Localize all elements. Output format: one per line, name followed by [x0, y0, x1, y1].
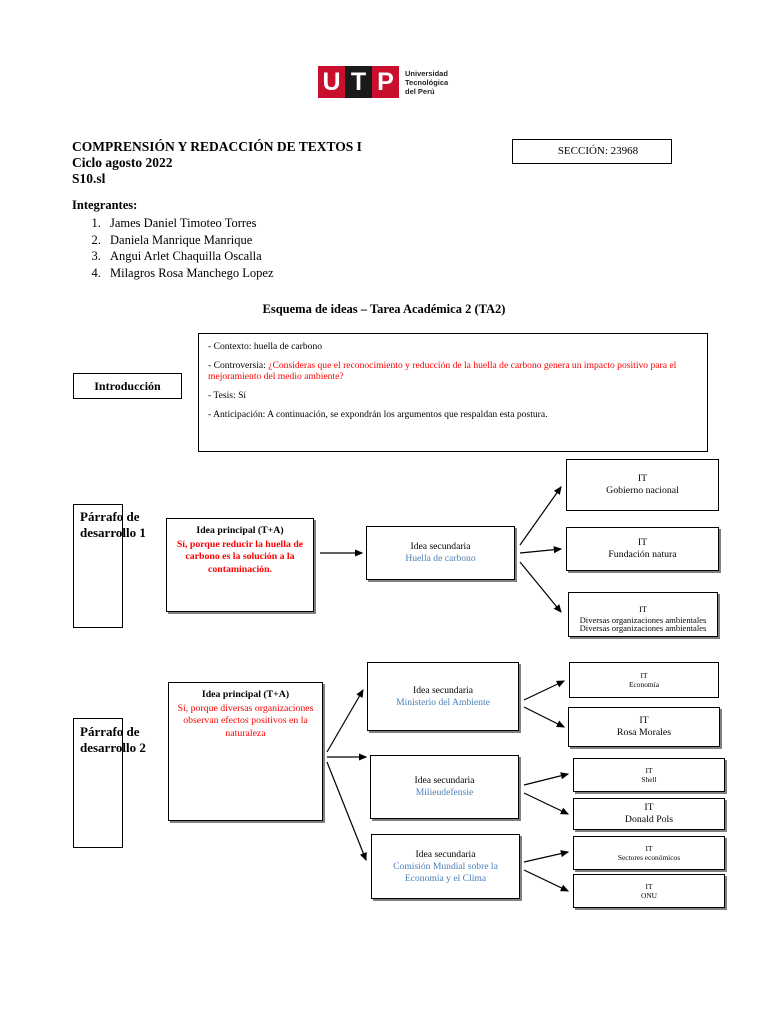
it-7-head: IT — [644, 801, 654, 813]
it-8-head: IT — [645, 843, 653, 853]
course-title: COMPRENSIÓN Y REDACCIÓN DE TEXTOS I — [72, 139, 362, 154]
seccion-box: SECCIÓN: 23968 — [512, 139, 672, 164]
it-3-body: Diversas organizaciones ambientales — [579, 614, 707, 625]
idea-principal-1-body: Sí, porque reducir la huella de carbono … — [176, 538, 304, 575]
it-box-sectores-economicos: IT Sectores económicos — [573, 836, 725, 870]
integrantes-block: Integrantes: James Daniel Timoteo Torres… — [72, 198, 274, 281]
arrow-sec1-to-it2 — [519, 546, 563, 554]
logo-letter-p: P — [372, 66, 399, 98]
idea-secundaria-3-body: Milieudefensie — [415, 787, 474, 798]
utp-logo-marks: U T P — [318, 66, 399, 98]
it-4-body: Economía — [629, 680, 659, 689]
idea-principal-2-body: Sí, porque diversas organizaciones obser… — [177, 702, 314, 739]
idea-secundaria-2-head: Idea secundaria — [413, 684, 473, 696]
parrafo-desarrollo-2-box — [73, 718, 123, 848]
it-1-body: Gobierno nacional — [606, 485, 679, 496]
arrow-sec4-to-it8 — [523, 850, 570, 863]
arrow-sec3-to-it6 — [523, 772, 570, 786]
utp-logo: U T P Universidad Tecnológica del Perú — [318, 66, 448, 98]
arrow-main2-to-sec4 — [326, 761, 367, 862]
arrow-main2-to-sec2 — [326, 688, 364, 753]
arrow-sec2-to-it5 — [523, 706, 566, 728]
logo-word-line-1: Universidad — [405, 68, 448, 78]
it-6-body: Shell — [641, 775, 657, 784]
parrafo-desarrollo-1-box — [73, 504, 123, 628]
it-5-body: Rosa Morales — [616, 727, 672, 738]
introduccion-label-box: Introducción — [73, 373, 182, 399]
it-box-diversas-organizaciones: IT Diversas organizaciones ambientales D… — [568, 592, 718, 637]
arrow-sec2-to-it4 — [523, 680, 566, 701]
it-6-head: IT — [645, 765, 653, 775]
it-7-body: Donald Pols — [624, 814, 674, 825]
it-5-head: IT — [639, 714, 649, 726]
intro-contexto-label: - Contexto: — [208, 341, 254, 352]
cycle-line: Ciclo agosto 2022 — [72, 155, 173, 170]
intro-contexto-value: huella de carbono — [253, 341, 323, 352]
intro-tesis-row: - Tesis: Sí — [208, 390, 698, 401]
it-box-fundacion-natura: IT Fundación natura — [566, 527, 719, 571]
introduccion-content-box: - Contexto: huella de carbono - Controve… — [198, 333, 708, 452]
idea-secundaria-4-body: Comisión Mundial sobre la Economía y el … — [393, 860, 498, 884]
intro-tesis-label: - Tesis: — [208, 390, 239, 401]
arrow-sec4-to-it9 — [523, 869, 570, 892]
intro-anticipacion-value: A continuación, se expondrán los argumen… — [267, 409, 548, 420]
intro-anticipacion-label: - Anticipación: — [208, 409, 268, 420]
it-box-onu: IT ONU — [573, 874, 725, 908]
integrantes-list: James Daniel Timoteo Torres Daniela Manr… — [72, 215, 274, 281]
intro-controversia-row: - Controversia: ¿Consideras que el recon… — [208, 360, 698, 382]
it-3-overflow-text: Diversas organizaciones ambientales — [579, 623, 707, 633]
idea-secundaria-2-box: Idea secundaria Ministerio del Ambiente — [367, 662, 519, 731]
arrow-sec3-to-it7 — [523, 792, 570, 815]
arrow-sec1-to-it1 — [519, 486, 562, 546]
session-line: S10.sl — [72, 171, 106, 186]
idea-secundaria-3-head: Idea secundaria — [414, 775, 475, 786]
intro-tesis-value: Sí — [238, 390, 247, 401]
idea-principal-1-head: Idea principal (T+A) — [196, 525, 284, 536]
logo-letter-u: U — [318, 66, 345, 98]
schema-title: Esquema de ideas – Tarea Académica 2 (TA… — [262, 302, 506, 316]
intro-contexto-row: - Contexto: huella de carbono — [208, 341, 698, 352]
list-item: Milagros Rosa Manchego Lopez — [104, 265, 274, 282]
idea-secundaria-1-box: Idea secundaria Huella de carbono — [366, 526, 515, 580]
it-8-body: Sectores económicos — [617, 853, 681, 862]
it-box-gobierno-nacional: IT Gobierno nacional — [566, 459, 719, 511]
it-box-donald-pols: IT Donald Pols — [573, 798, 725, 830]
idea-principal-2-box: Idea principal (T+A) Sí, porque diversas… — [168, 682, 323, 821]
it-4-head: IT — [640, 670, 648, 680]
utp-logo-wordmark: Universidad Tecnológica del Perú — [405, 69, 448, 96]
intro-controversia-label: - Controversia: — [208, 360, 269, 371]
intro-controversia-value: ¿Consideras que el reconocimiento y redu… — [208, 360, 677, 382]
idea-principal-1-box: Idea principal (T+A) Sí, porque reducir … — [166, 518, 314, 612]
logo-word-line-2: Tecnológica — [405, 77, 449, 87]
integrantes-label: Integrantes: — [72, 198, 138, 212]
it-9-body: ONU — [640, 891, 657, 900]
idea-secundaria-4-head: Idea secundaria — [415, 848, 476, 860]
idea-secundaria-1-head: Idea secundaria — [410, 541, 471, 552]
arrow-sec1-to-it3 — [519, 561, 562, 613]
idea-principal-2-head: Idea principal (T+A) — [201, 689, 290, 700]
it-3-head: IT — [638, 603, 648, 614]
document-header: COMPRENSIÓN Y REDACCIÓN DE TEXTOS I Cicl… — [72, 139, 362, 187]
list-item: James Daniel Timoteo Torres — [104, 215, 274, 232]
it-box-economia: IT Economía — [569, 662, 719, 698]
idea-secundaria-3-box: Idea secundaria Milieudefensie — [370, 755, 519, 819]
idea-secundaria-4-box: Idea secundaria Comisión Mundial sobre l… — [371, 834, 520, 899]
it-1-head: IT — [637, 472, 648, 484]
list-item: Daniela Manrique Manrique — [104, 232, 274, 249]
idea-secundaria-1-body: Huella de carbono — [405, 553, 476, 564]
intro-anticipacion-row: - Anticipación: A continuación, se expon… — [208, 409, 698, 420]
it-box-rosa-morales: IT Rosa Morales — [568, 707, 720, 747]
it-2-head: IT — [637, 536, 648, 548]
it-2-body: Fundación natura — [608, 549, 677, 560]
logo-word-line-3: del Perú — [405, 86, 435, 96]
logo-letter-t: T — [345, 66, 372, 98]
idea-secundaria-2-body: Ministerio del Ambiente — [396, 696, 490, 708]
list-item: Angui Arlet Chaquilla Oscalla — [104, 248, 274, 265]
it-9-head: IT — [645, 881, 653, 891]
it-box-shell: IT Shell — [573, 758, 725, 792]
